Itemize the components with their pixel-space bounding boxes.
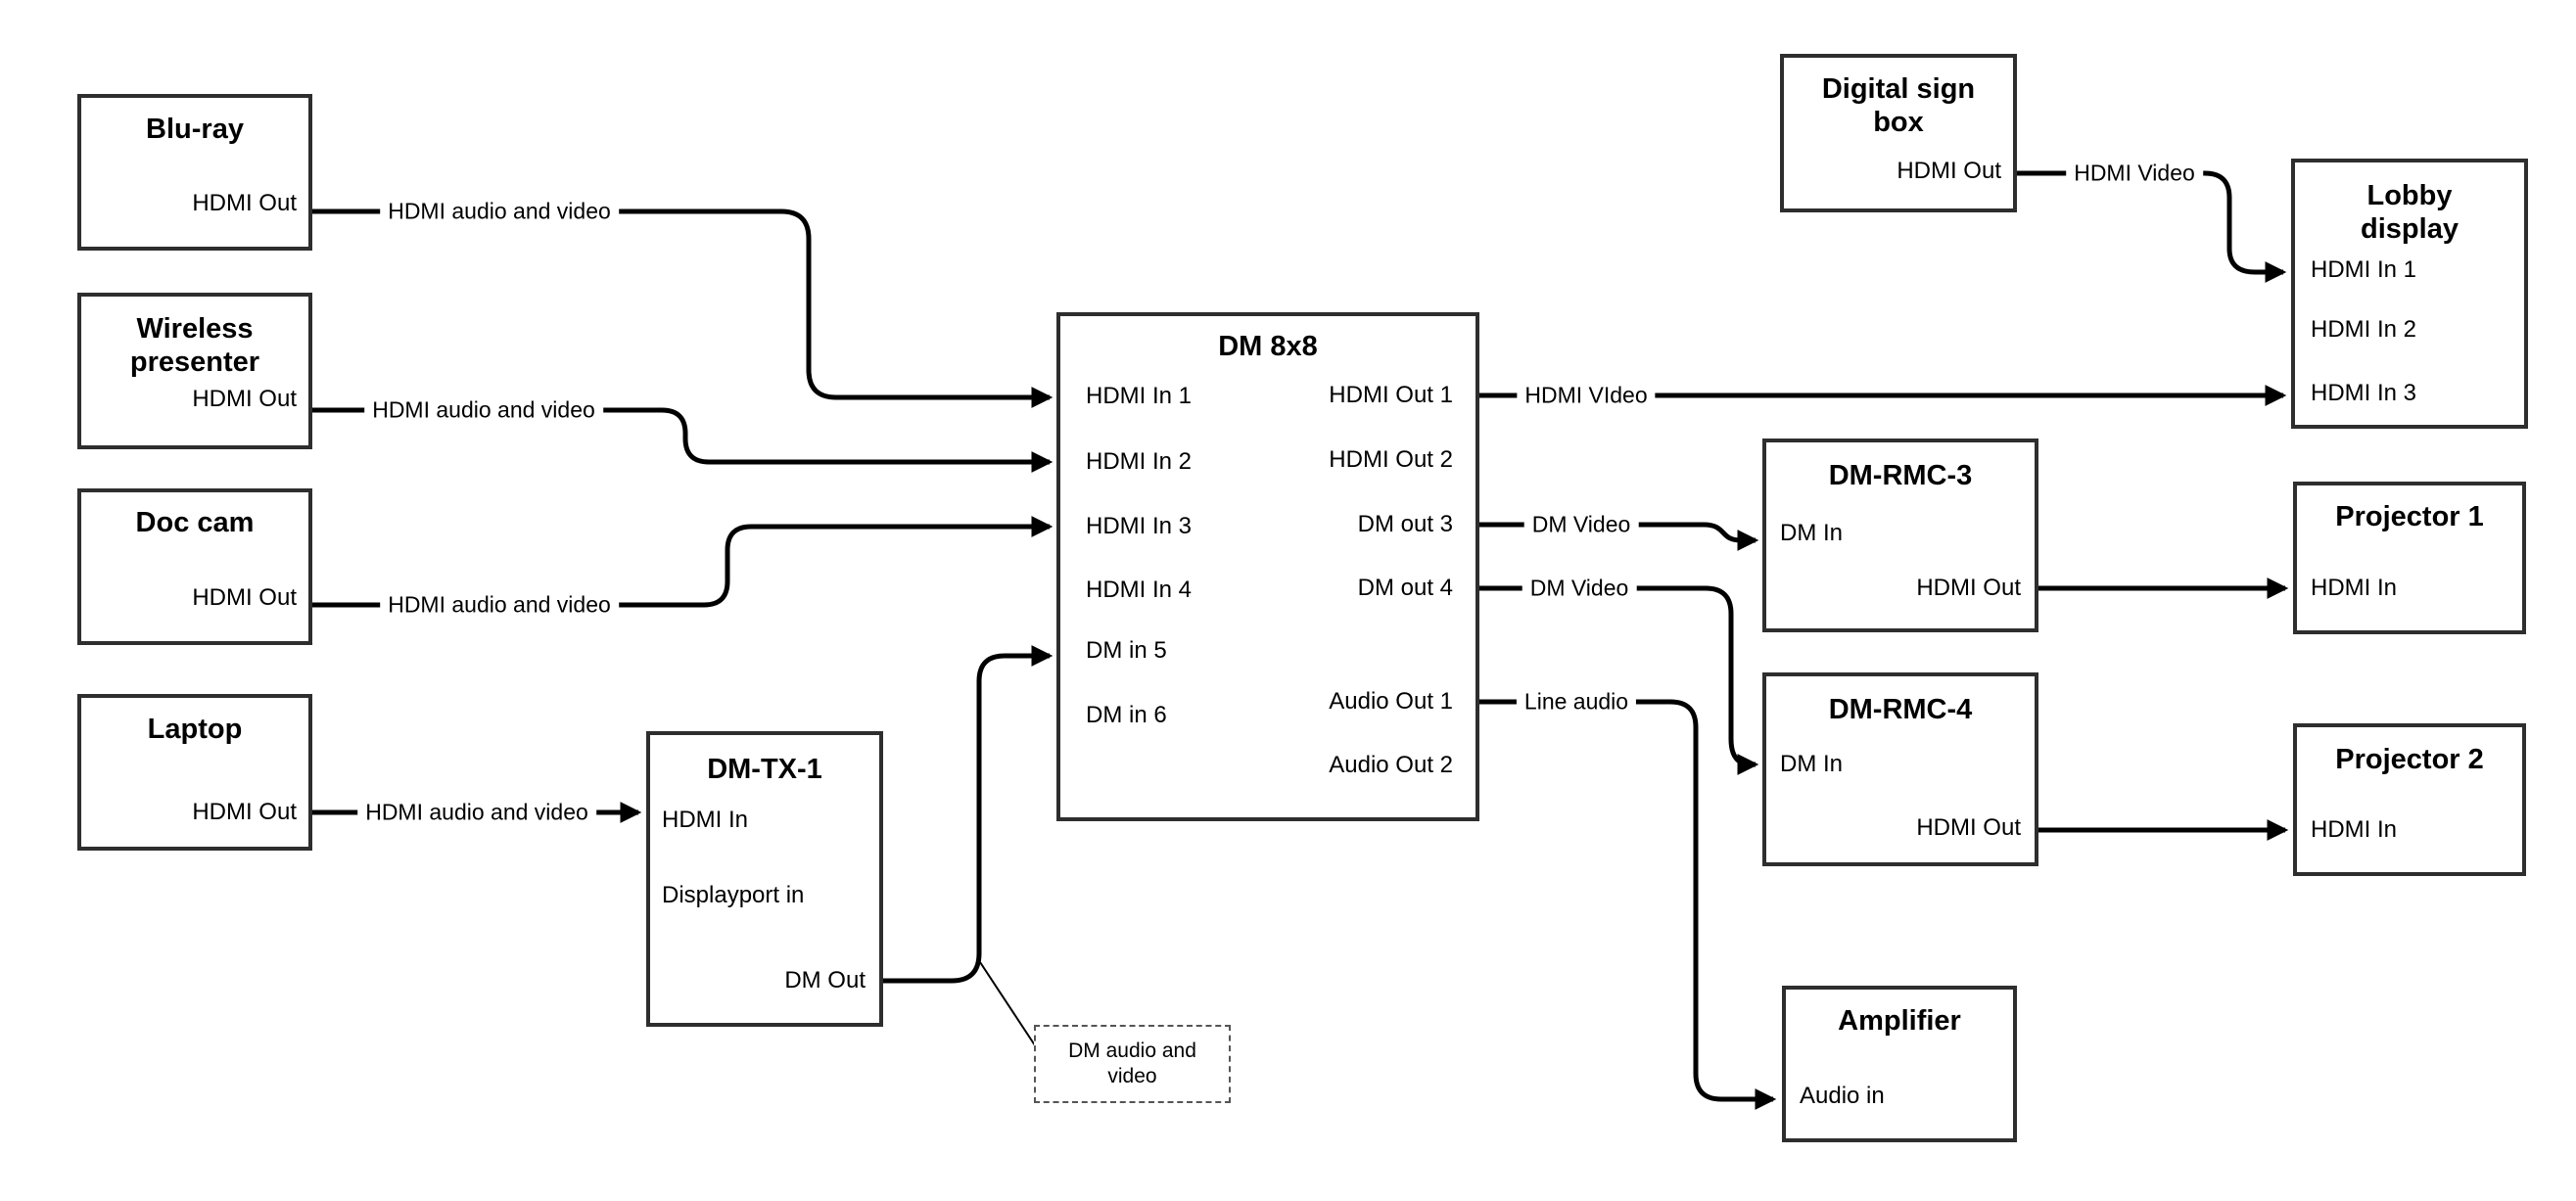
port-hdmi-out: HDMI Out — [192, 799, 297, 825]
device-title: Projector 2 — [2335, 744, 2484, 775]
wire-label-hdmi-av-wireless: HDMI audio and video — [364, 396, 603, 424]
wire-label-dm-video-out4: DM Video — [1522, 575, 1637, 602]
device-projector-2: Projector 2 HDMI In — [2293, 723, 2526, 876]
device-wireless-presenter: Wireless presenter HDMI Out — [77, 293, 312, 449]
device-dm-rmc-3: DM-RMC-3 DM In HDMI Out — [1762, 439, 2038, 632]
port-dm-in: DM In — [1780, 751, 1844, 777]
device-doc-cam: Doc cam HDMI Out — [77, 488, 312, 645]
device-title: Amplifier — [1838, 1005, 1961, 1037]
wire-label-dm-video-out3: DM Video — [1523, 511, 1639, 538]
device-title-line1: Digital sign — [1821, 73, 1976, 105]
device-title: DM-RMC-3 — [1828, 460, 1973, 491]
device-title: Digital sign box — [1784, 72, 2013, 139]
port-displayport-in: Displayport in — [662, 882, 805, 908]
port-hdmi-in-3: HDMI In 3 — [2311, 380, 2417, 406]
port-dm-out: DM Out — [784, 967, 866, 993]
device-title: Projector 1 — [2335, 501, 2484, 532]
device-bluray: Blu-ray HDMI Out — [77, 94, 312, 251]
port-hdmi-out-2: HDMI Out 2 — [1329, 446, 1453, 473]
wire-dm8x8-out3-to-rmc3-dmin — [1479, 522, 1759, 552]
device-lobby-display: Lobby display HDMI In 1 HDMI In 2 HDMI I… — [2291, 159, 2528, 429]
port-hdmi-out: HDMI Out — [192, 584, 297, 611]
port-hdmi-in-2: HDMI In 2 — [1086, 448, 1193, 475]
port-hdmi-out: HDMI Out — [192, 386, 297, 412]
port-hdmi-out: HDMI Out — [1916, 814, 2021, 841]
device-title-line1: Wireless — [136, 313, 254, 345]
port-hdmi-in: HDMI In — [2311, 816, 2398, 843]
device-title: Lobby display — [2295, 179, 2524, 246]
port-audio-in: Audio in — [1800, 1083, 1885, 1109]
callout-line2: video — [1107, 1065, 1157, 1087]
wire-dmtx1-dmout-to-dm8x8-in5 — [882, 644, 1054, 984]
device-dm-rmc-4: DM-RMC-4 DM In HDMI Out — [1762, 672, 2038, 866]
wire-label-line-audio: Line audio — [1516, 688, 1637, 716]
device-title-line2: display — [2361, 213, 2459, 245]
device-title: DM-TX-1 — [707, 754, 822, 785]
device-title: DM 8x8 — [1218, 331, 1318, 362]
wire-dm8x8-aout1-to-amp — [1479, 699, 1777, 1111]
device-title-line2: presenter — [129, 346, 260, 378]
callout-dm-audio-and-video: DM audio and video — [1034, 1025, 1231, 1103]
port-hdmi-in-2: HDMI In 2 — [2311, 316, 2417, 343]
wire-label-hdmi-av-laptop: HDMI audio and video — [357, 799, 596, 826]
port-audio-out-1: Audio Out 1 — [1329, 688, 1453, 715]
wire-signbox-to-lobby-in1 — [2017, 170, 2287, 284]
device-digital-sign-box: Digital sign box HDMI Out — [1780, 54, 2017, 212]
port-hdmi-out-1: HDMI Out 1 — [1329, 382, 1453, 408]
device-dm-tx-1: DM-TX-1 HDMI In Displayport in DM Out — [646, 731, 883, 1027]
device-title: Wireless presenter — [81, 312, 308, 379]
device-title: Laptop — [147, 714, 243, 745]
wire-wireless-to-dm8x8-in2 — [312, 407, 1054, 474]
device-title: DM-RMC-4 — [1828, 694, 1973, 725]
port-hdmi-out: HDMI Out — [192, 190, 297, 216]
port-dm-out-4: DM out 4 — [1357, 575, 1453, 601]
wire-doccam-to-dm8x8-in3 — [312, 515, 1054, 608]
port-hdmi-in-3: HDMI In 3 — [1086, 513, 1193, 539]
device-amplifier: Amplifier Audio in — [1782, 986, 2017, 1142]
port-dm-out-3: DM out 3 — [1357, 511, 1453, 537]
device-laptop: Laptop HDMI Out — [77, 694, 312, 851]
wire-label-hdmi-av-bluray: HDMI audio and video — [380, 198, 619, 225]
callout-line1: DM audio and — [1068, 1039, 1196, 1062]
device-title: Blu-ray — [146, 114, 244, 145]
port-hdmi-in-4: HDMI In 4 — [1086, 577, 1193, 603]
port-dm-in: DM In — [1780, 520, 1844, 546]
port-hdmi-in: HDMI In — [2311, 575, 2398, 601]
wire-bluray-to-dm8x8-in1 — [312, 208, 1054, 409]
wire-label-hdmi-av-doccam: HDMI audio and video — [380, 591, 619, 619]
port-hdmi-in-1: HDMI In 1 — [2311, 256, 2417, 283]
wire-label-hdmi-video-sign: HDMI Video — [2066, 160, 2203, 187]
device-title-line1: Lobby — [2366, 180, 2453, 211]
port-hdmi-out: HDMI Out — [1916, 575, 2021, 601]
wire-dm8x8-out4-to-rmc4-dmin — [1479, 585, 1759, 776]
port-hdmi-in: HDMI In — [662, 807, 749, 833]
port-dm-in-6: DM in 6 — [1086, 702, 1167, 728]
device-projector-1: Projector 1 HDMI In — [2293, 482, 2526, 634]
callout-leader-line — [979, 961, 1036, 1046]
port-audio-out-2: Audio Out 2 — [1329, 752, 1453, 778]
port-hdmi-in-1: HDMI In 1 — [1086, 383, 1193, 409]
device-title-line2: box — [1873, 107, 1924, 138]
device-title: Doc cam — [135, 507, 255, 538]
port-dm-in-5: DM in 5 — [1086, 637, 1167, 664]
port-hdmi-out: HDMI Out — [1897, 158, 2001, 184]
wire-label-hdmi-video-out1: HDMI VIdeo — [1517, 382, 1656, 409]
device-dm-8x8: DM 8x8 HDMI In 1 HDMI In 2 HDMI In 3 HDM… — [1056, 312, 1479, 821]
